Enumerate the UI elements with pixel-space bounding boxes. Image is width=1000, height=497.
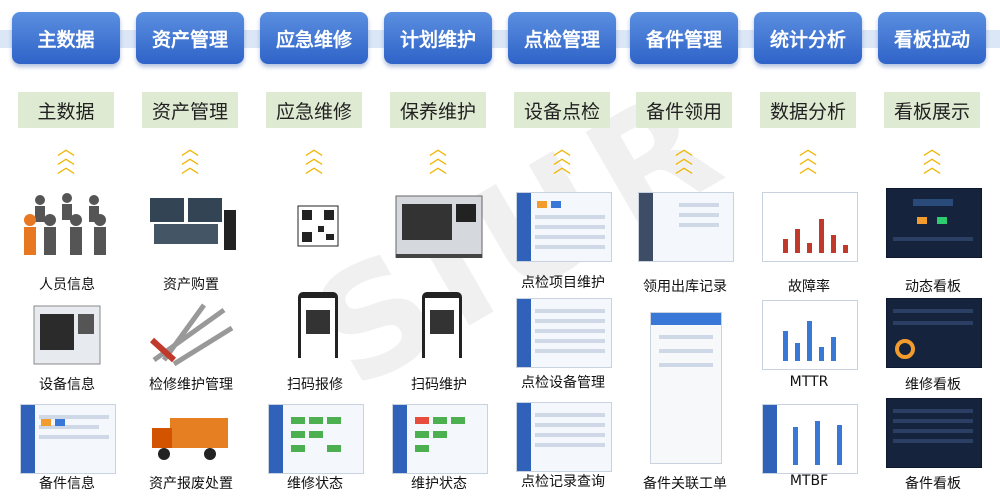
item-caption: 点检项目维护 [521, 275, 605, 291]
item-caption: 扫码维护 [411, 377, 467, 393]
phone-scan-image [392, 290, 486, 358]
chevron-up-icon: ︿︿︿ [305, 139, 323, 178]
chevron-up-icon: ︿︿︿ [675, 139, 693, 178]
screen-thumbnail [638, 192, 734, 262]
item-caption: 点检设备管理 [521, 375, 605, 391]
qr-code-icon [268, 200, 362, 268]
tools-image [144, 300, 238, 368]
module-subtitle: 主数据 [18, 92, 114, 128]
item-caption: 点检记录查询 [521, 474, 605, 490]
screen-thumbnail [516, 298, 612, 368]
module-tab[interactable]: 统计分析 [754, 12, 862, 64]
module-subtitle: 备件领用 [636, 92, 732, 128]
chevron-up-icon: ︿︿︿ [429, 139, 447, 178]
screen-thumbnail [20, 404, 116, 474]
item-caption: 人员信息 [39, 277, 95, 293]
module-subtitle: 保养维护 [390, 92, 486, 128]
item-caption: MTBF [789, 473, 829, 489]
item-caption: MTTR [789, 374, 829, 390]
chevron-up-icon: ︿︿︿ [799, 139, 817, 178]
item-caption: 资产购置 [163, 277, 219, 293]
module-tab[interactable]: 资产管理 [136, 12, 244, 64]
screen-thumbnail [516, 402, 612, 472]
screen-thumbnail [516, 192, 612, 262]
dashboard-thumbnail [886, 298, 982, 368]
screen-thumbnail [268, 404, 364, 474]
module-tab[interactable]: 应急维修 [260, 12, 368, 64]
item-caption: 检修维护管理 [149, 377, 233, 393]
module-subtitle: 看板展示 [884, 92, 980, 128]
module-subtitle: 数据分析 [760, 92, 856, 128]
people-icon [20, 190, 114, 258]
module-subtitle: 设备点检 [514, 92, 610, 128]
module-tab[interactable]: 点检管理 [508, 12, 616, 64]
module-tab[interactable]: 计划维护 [384, 12, 492, 64]
item-caption: 备件信息 [39, 476, 95, 492]
phone-scan-image [268, 290, 362, 358]
chart-thumbnail [762, 300, 858, 370]
module-connector-band [0, 30, 1000, 48]
chart-thumbnail [762, 404, 858, 474]
dashboard-thumbnail [886, 188, 982, 258]
chevron-up-icon: ︿︿︿ [181, 139, 199, 178]
screen-thumbnail [392, 404, 488, 474]
item-caption: 维修状态 [287, 476, 343, 492]
chevron-up-icon: ︿︿︿ [923, 139, 941, 178]
machine-image [20, 300, 114, 368]
module-tab[interactable]: 看板拉动 [878, 12, 986, 64]
item-caption: 设备信息 [39, 377, 95, 393]
item-caption: 备件看板 [905, 476, 961, 492]
module-tab[interactable]: 主数据 [12, 12, 120, 64]
computer-image [144, 190, 238, 258]
item-caption: 故障率 [788, 279, 830, 295]
item-caption: 维修看板 [905, 377, 961, 393]
dashboard-thumbnail [886, 398, 982, 468]
item-caption: 维护状态 [411, 476, 467, 492]
item-caption: 资产报废处置 [149, 476, 233, 492]
module-tab[interactable]: 备件管理 [630, 12, 738, 64]
item-caption: 领用出库记录 [643, 279, 727, 295]
module-subtitle: 资产管理 [142, 92, 238, 128]
module-subtitle: 应急维修 [266, 92, 362, 128]
truck-image [144, 404, 238, 472]
item-caption: 备件关联工单 [643, 476, 727, 492]
mobile-screen-thumbnail [650, 312, 722, 464]
chart-thumbnail [762, 192, 858, 262]
chevron-up-icon: ︿︿︿ [57, 139, 75, 178]
item-caption: 动态看板 [905, 279, 961, 295]
item-caption: 扫码报修 [287, 377, 343, 393]
cnc-machine-image [392, 190, 486, 258]
chevron-up-icon: ︿︿︿ [553, 139, 571, 178]
